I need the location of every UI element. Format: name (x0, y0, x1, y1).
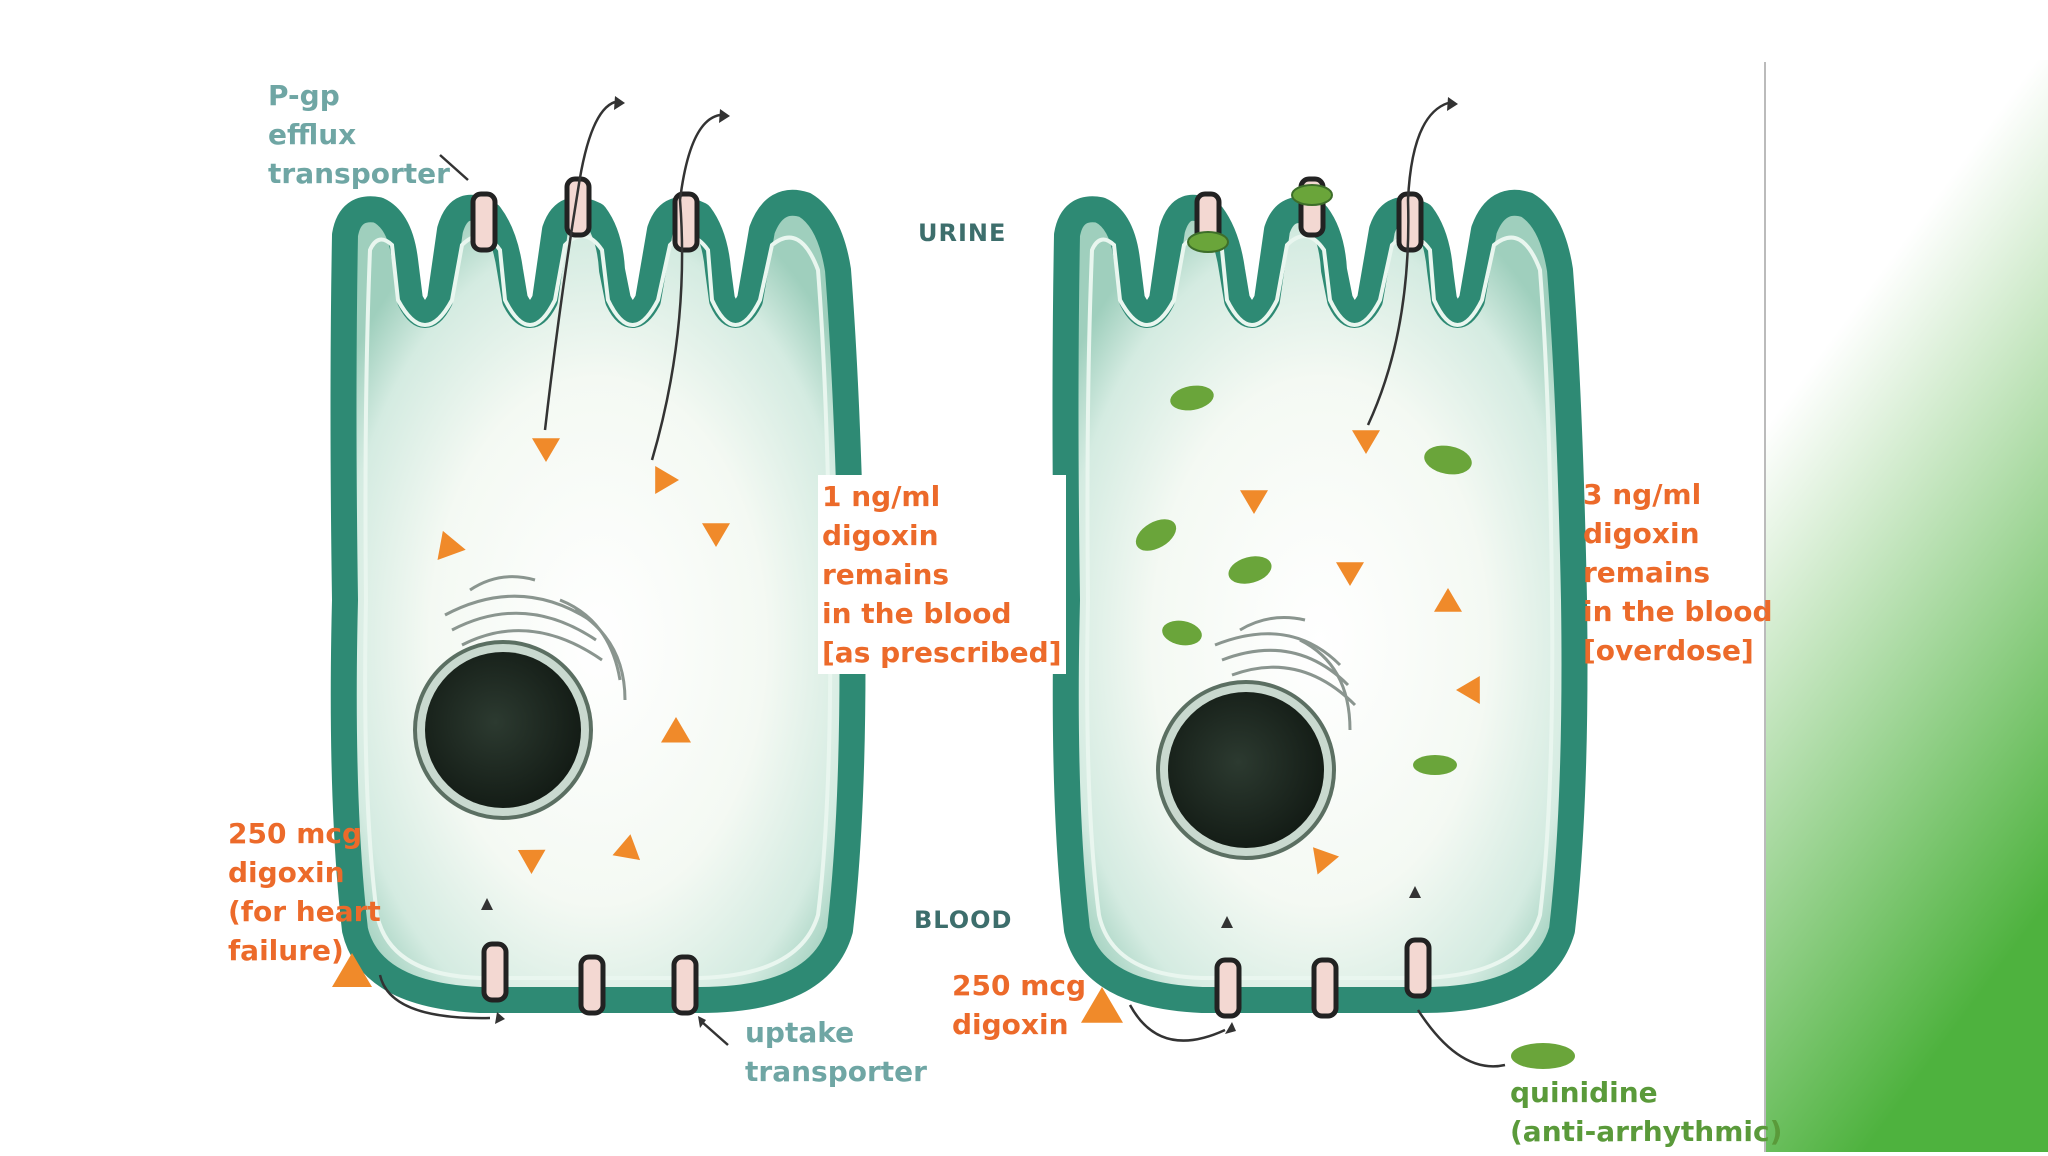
right-nucleus (1156, 680, 1336, 860)
right-dose-line-1: 250 mcg (952, 969, 1087, 1002)
left-digoxin-molecule-7 (612, 834, 641, 861)
quinidine-molecule-5 (1162, 620, 1202, 646)
left-digoxin-molecule-6 (517, 849, 546, 875)
left-conc-line-4: in the blood (822, 597, 1012, 630)
quinidine-line-1: quinidine (1510, 1076, 1658, 1109)
left-efflux-transporter-1 (470, 191, 498, 253)
right-cell-inner-line (1085, 234, 1555, 980)
left-conc-line-1: 1 ng/ml (822, 480, 941, 513)
left-uptake-transporter-1 (481, 941, 509, 1003)
right-conc-line-1: 3 ng/ml (1583, 478, 1702, 511)
efflux-arrows (378, 100, 1506, 1068)
right-conc-line-4: in the blood (1583, 595, 1773, 628)
urine-label: URINE (918, 219, 1007, 247)
right-conc-line-2: digoxin (1583, 517, 1700, 550)
right-concentration-label: 3 ng/ml digoxin remains in the blood [ov… (1583, 475, 1773, 670)
right-cell (1052, 189, 1588, 1013)
left-digoxin-molecule-5 (661, 717, 691, 743)
left-digoxin-molecule-3 (437, 530, 466, 560)
left-digoxin-molecule-2 (655, 466, 679, 494)
arrow-heads (481, 96, 1458, 1034)
quinidine-molecule-4 (1228, 556, 1272, 584)
quinidine-molecule-3 (1135, 519, 1177, 551)
left-conc-line-3: remains (822, 558, 950, 591)
right-digoxin-molecule-6 (1313, 847, 1340, 875)
left-dose-line-3: (for heart (228, 895, 381, 928)
left-cell-inner-line (363, 234, 833, 980)
quinidine-line-2: (anti-arrhythmic) (1510, 1115, 1783, 1148)
right-uptake-transporter-2 (1311, 957, 1339, 1019)
left-concentration-label: 1 ng/ml digoxin remains in the blood [as… (818, 475, 1066, 674)
right-conc-line-3: remains (1583, 556, 1711, 589)
left-cell (330, 189, 866, 1013)
pgp-line-1: P-gp (268, 79, 340, 112)
side-gradient-panel (1766, 60, 2048, 1152)
right-digoxin-molecule-1 (1352, 430, 1380, 454)
right-uptake-transporter-1 (1214, 957, 1242, 1019)
uptake-label: uptake transporter (745, 1013, 927, 1091)
left-efflux-transporter-3 (672, 191, 700, 253)
left-digoxin-molecule-1 (532, 438, 560, 462)
uptake-line-2: transporter (745, 1055, 927, 1088)
blood-label: BLOOD (914, 906, 1013, 934)
left-conc-line-5: [as prescribed] (822, 636, 1062, 669)
right-uptake-transporter-3 (1404, 937, 1432, 999)
right-digoxin-molecule-7 (1081, 987, 1123, 1023)
left-dose-line-2: digoxin (228, 856, 345, 889)
right-digoxin-molecule-2 (1240, 490, 1268, 514)
right-digoxin-molecule-3 (1336, 562, 1364, 586)
left-digoxin-molecule-8 (332, 953, 372, 987)
molecules (332, 385, 1575, 1069)
pgp-line-2: efflux (268, 118, 357, 151)
quinidine-molecule-6 (1413, 755, 1457, 775)
left-uptake-transporter-2 (578, 954, 606, 1016)
right-digoxin-molecule-4 (1434, 588, 1462, 612)
quinidine-label: quinidine (anti-arrhythmic) (1510, 1073, 1782, 1151)
right-efflux-transporter-2 (1291, 176, 1333, 238)
right-golgi (1214, 616, 1357, 731)
pgp-label: P-gp efflux transporter (268, 76, 450, 193)
left-nucleus (413, 640, 593, 820)
pgp-line-3: transporter (268, 157, 450, 190)
uptake-line-1: uptake (745, 1016, 855, 1049)
left-conc-line-2: digoxin (822, 519, 939, 552)
right-efflux-transporter-3 (1396, 191, 1424, 253)
transporters (470, 176, 1432, 1019)
left-digoxin-molecule-4 (702, 523, 730, 547)
quinidine-molecule-7 (1511, 1043, 1575, 1069)
quinidine-molecule-1 (1170, 385, 1214, 411)
right-dose-label: 250 mcg digoxin (952, 966, 1086, 1044)
left-golgi (444, 575, 627, 701)
right-dose-line-2: digoxin (952, 1008, 1069, 1041)
left-dose-line-4: failure) (228, 934, 344, 967)
left-uptake-transporter-3 (671, 954, 699, 1016)
right-efflux-transporter-1 (1187, 191, 1229, 253)
right-digoxin-molecule-5 (1456, 676, 1480, 704)
quinidine-molecule-2 (1424, 445, 1472, 475)
left-dose-label: 250 mcg digoxin (for heart failure) (228, 814, 381, 970)
right-conc-line-5: [overdose] (1583, 634, 1754, 667)
left-dose-line-1: 250 mcg (228, 817, 363, 850)
